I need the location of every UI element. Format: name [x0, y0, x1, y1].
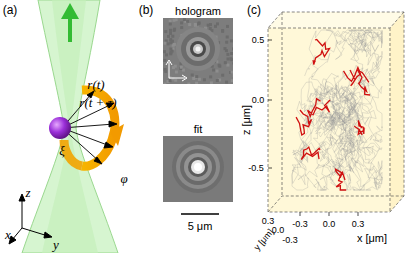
- tick-label: -0.5: [248, 164, 264, 173]
- tick-label: 0.0: [252, 96, 265, 105]
- laser-beam: [22, 0, 118, 253]
- panel-heading: hologram: [163, 4, 233, 18]
- tick-label: -0.3: [292, 220, 308, 229]
- panel-label: (a): [3, 4, 18, 16]
- trajectory: [292, 30, 382, 190]
- axis-label: y: [53, 238, 59, 251]
- orbit-ring: [64, 90, 124, 166]
- vector-label: r(t + τ): [79, 96, 116, 109]
- tick-label: 0.3: [352, 220, 365, 229]
- panel-label: (c): [247, 4, 261, 16]
- angle-label: φ: [120, 172, 127, 185]
- panel-heading: fit: [163, 122, 233, 136]
- tick-label: 0.3: [262, 217, 275, 226]
- axes-triad: [9, 194, 52, 244]
- axis-ticks: [268, 40, 358, 216]
- scale-label: 5 μm: [188, 221, 213, 232]
- axis-title: z [μm]: [241, 105, 252, 135]
- axis-label: x: [5, 228, 11, 241]
- tick-label: 0.5: [252, 36, 265, 45]
- tick-label: -0.3: [282, 236, 298, 245]
- angle-label: ξ: [59, 144, 65, 157]
- image-panel: hologram: [163, 4, 233, 84]
- tick-label: 0.0: [272, 226, 285, 235]
- plot-box: [268, 12, 404, 212]
- hologram-image: [163, 136, 233, 202]
- tick-label: 0.0: [323, 220, 336, 229]
- panel-label: (b): [139, 4, 154, 16]
- propagation-arrow: [61, 3, 79, 42]
- vector-label: r(t): [87, 78, 104, 91]
- axis-title: x [μm]: [357, 233, 387, 244]
- axis-label: z: [25, 186, 30, 199]
- scale-bar: [181, 213, 219, 215]
- particle: [49, 117, 71, 139]
- image-panel: fit: [163, 122, 233, 202]
- hologram-image: [163, 18, 233, 84]
